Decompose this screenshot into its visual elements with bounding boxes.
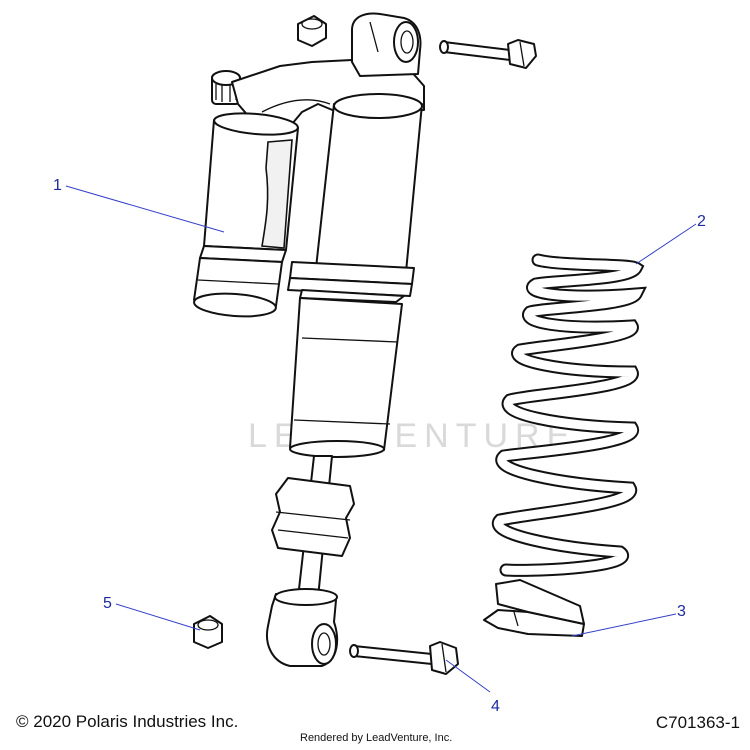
shock-shaft: [271, 455, 355, 599]
callout-2: 2: [697, 213, 706, 230]
lower-bushing: [193, 615, 223, 649]
callout-1: 1: [53, 177, 62, 194]
leader-line-3: [571, 613, 677, 637]
lower-bolt: [349, 641, 459, 675]
rendered-by-text: Rendered by LeadVenture, Inc.: [300, 732, 453, 744]
callouts: 1 2 3 4 5: [53, 177, 706, 715]
diagram-code: C701363-1: [655, 713, 740, 732]
leader-line-5: [115, 603, 201, 631]
leader-line-2: [635, 223, 697, 265]
upper-bolt: [439, 39, 537, 69]
callout-3: 3: [677, 603, 686, 620]
copyright-text: © 2020 Polaris Industries Inc.: [16, 712, 239, 731]
coil-spring: [491, 253, 648, 577]
shock-body: [287, 93, 423, 458]
leader-line-1: [65, 185, 225, 233]
leader-line-4: [445, 659, 491, 693]
leader-lines: [65, 185, 697, 693]
callout-5: 5: [103, 595, 112, 612]
lower-eyelet: [266, 588, 339, 667]
upper-eyelet: [351, 12, 422, 77]
callout-4: 4: [491, 698, 500, 715]
upper-bushing: [297, 15, 327, 47]
reservoir-canister: [193, 112, 299, 318]
spring-retainer: [483, 579, 585, 637]
shock-assembly: [193, 12, 425, 667]
